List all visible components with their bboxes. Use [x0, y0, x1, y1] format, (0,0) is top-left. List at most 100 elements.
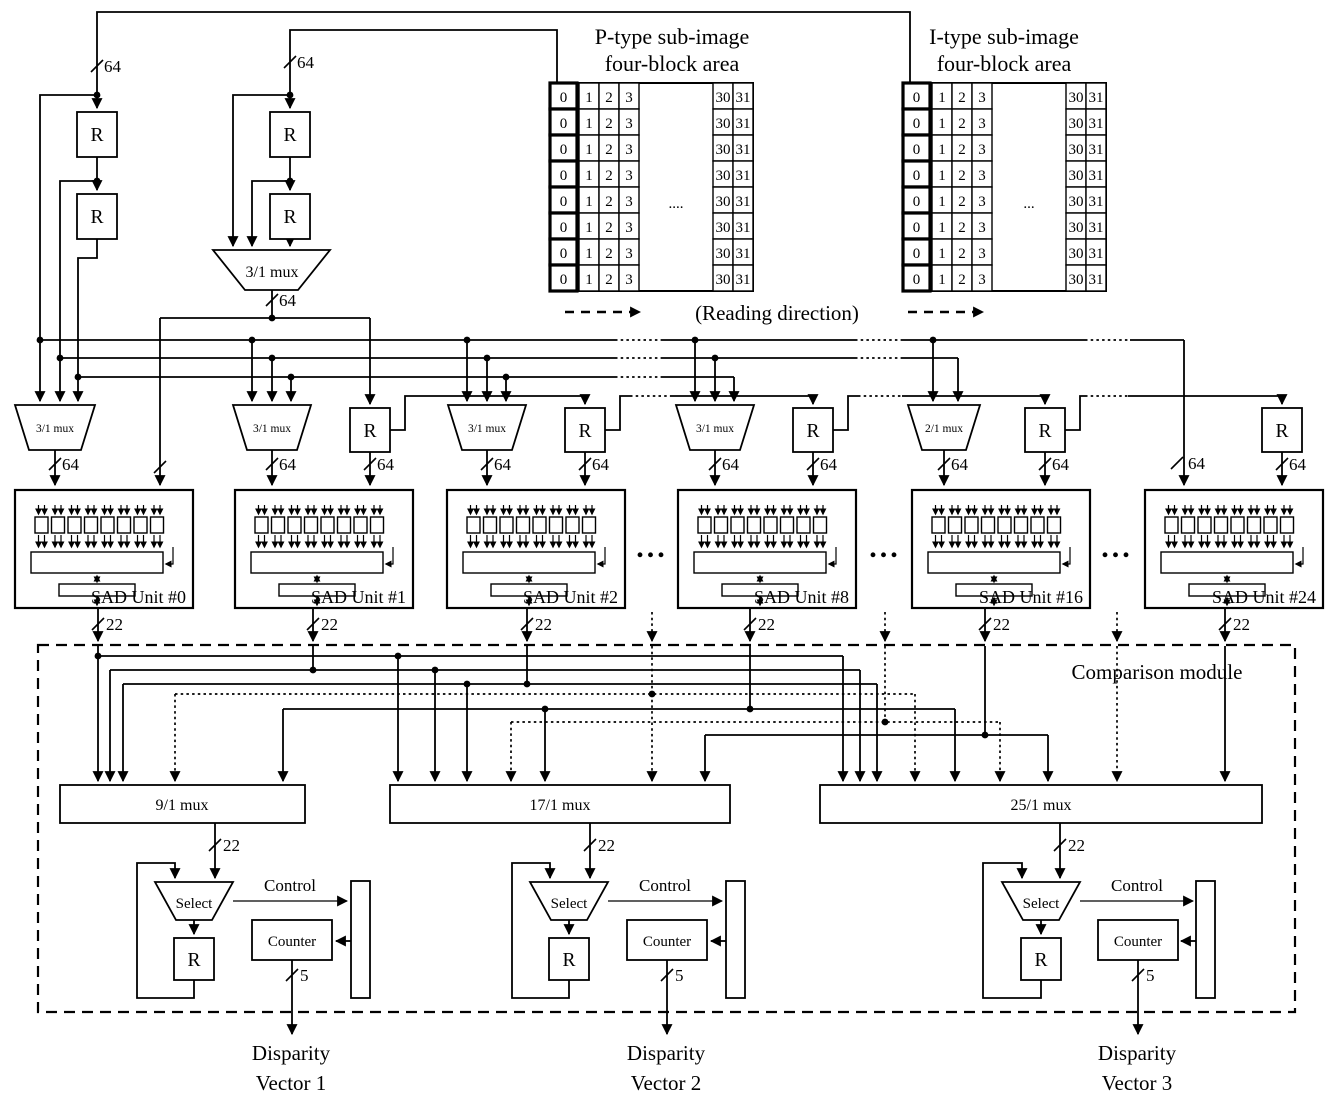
table-cell-value: 1	[938, 220, 946, 236]
pe-cell	[548, 516, 564, 534]
register-box	[269, 193, 311, 240]
wiring	[34, 11, 1288, 1036]
pe-cell	[287, 516, 302, 534]
table-cell-value: 3	[625, 168, 633, 184]
register-box	[1020, 937, 1062, 981]
table-cell-value: 1	[938, 272, 946, 288]
register-box	[792, 407, 834, 453]
bus-width-22: 22	[993, 615, 1010, 634]
bus-width-slash	[208, 838, 222, 852]
bus-width-64: 64	[377, 455, 395, 474]
table-cell-value: 1	[585, 142, 593, 158]
table-cell	[901, 107, 932, 137]
table-cell-value: 2	[605, 246, 613, 262]
table-cell	[901, 211, 932, 241]
bus-width-64: 64	[494, 455, 512, 474]
junction-dot	[746, 705, 754, 713]
table-cell-value: 1	[585, 246, 593, 262]
register-label: R	[283, 125, 296, 146]
bus-width-22: 22	[1233, 615, 1250, 634]
bus-width-slash	[1170, 456, 1184, 470]
mux-label: 2/1 mux	[925, 423, 963, 435]
mux-label: 3/1 mux	[36, 423, 74, 435]
pe-cell	[499, 516, 514, 534]
bus-width-slash	[1131, 968, 1145, 982]
junction-dot	[268, 354, 276, 362]
mux-17to1	[389, 784, 731, 824]
pe-cell	[1164, 516, 1179, 534]
junction-dot	[268, 314, 276, 322]
table-cell-value: 2	[958, 90, 966, 106]
sad-unit-title: SAD Unit #0	[91, 587, 186, 607]
pe-cell	[980, 516, 996, 534]
junction-dot	[711, 354, 719, 362]
junction-dot	[286, 177, 294, 185]
register-label: R	[806, 421, 819, 442]
table-cell-value: 3	[978, 168, 986, 184]
junction-dot	[287, 373, 295, 381]
select-unit1	[153, 881, 235, 921]
mux-3to1-col8	[674, 404, 756, 451]
sad-unit-5: SAD Unit #24	[1143, 488, 1325, 610]
bus-width-slash	[1275, 457, 1289, 471]
pe-cell	[303, 516, 319, 534]
table-cell-value: 30	[716, 194, 731, 210]
junction-dot	[648, 690, 656, 698]
adder-tree-box	[250, 551, 384, 574]
mux25-label: 25/1 mux	[1011, 797, 1072, 814]
counter-box-2	[626, 919, 708, 961]
bus-width-slash	[265, 457, 279, 471]
bus-width-slash	[91, 617, 105, 631]
bus-width-5: 5	[675, 966, 684, 985]
disparity-vector-1: Disparity	[252, 1041, 331, 1065]
register-label: R	[90, 125, 103, 146]
table-cell-value: 0	[560, 272, 568, 288]
pe-cell	[466, 516, 481, 534]
pe-cell	[697, 516, 712, 534]
bus-width-64: 64	[722, 455, 740, 474]
junction-dot	[36, 336, 44, 344]
register-box	[76, 193, 118, 240]
mux-3to1-col1	[231, 404, 313, 451]
register-box	[548, 937, 590, 981]
pe-cell	[1279, 516, 1295, 534]
table-cell-value: 2	[958, 220, 966, 236]
pe-cell	[1213, 516, 1229, 534]
disparity-vector-3: Vector 3	[1102, 1071, 1173, 1095]
table-cell-value: 1	[585, 220, 593, 236]
pe-cell	[320, 516, 335, 534]
table-cell	[901, 263, 932, 293]
pe-cell	[1046, 516, 1062, 534]
table-cell-value: 31	[1089, 246, 1104, 262]
register-label: R	[187, 950, 200, 971]
mux-2to1-col16	[906, 404, 982, 451]
junction-dot	[56, 354, 64, 362]
adder-tree-box	[927, 551, 1061, 574]
table-cell-value: 3	[625, 142, 633, 158]
accumulator-box	[278, 583, 356, 597]
pe-cell	[1030, 516, 1045, 534]
bus-width-slash	[90, 59, 104, 73]
junction-dot	[523, 680, 531, 688]
table-cell-value: 3	[978, 220, 986, 236]
table-cell-value: 3	[625, 194, 633, 210]
table-cell-value: 1	[585, 168, 593, 184]
counter-box-3	[1097, 919, 1179, 961]
pe-cell	[964, 516, 979, 534]
table-cell-value: 0	[913, 116, 921, 132]
table-cell-value: 30	[716, 168, 731, 184]
bus-width-64: 64	[820, 455, 838, 474]
pe-cell	[50, 516, 66, 534]
junction-dot	[463, 336, 471, 344]
table-cell-value: 3	[625, 246, 633, 262]
pe-cell	[515, 516, 531, 534]
table-cell-value: 30	[1069, 194, 1084, 210]
mux-9to1	[59, 784, 306, 824]
mux-label: 3/1 mux	[246, 264, 299, 281]
table-cell	[548, 237, 579, 267]
table-cell-value: 0	[560, 116, 568, 132]
register-label: R	[363, 421, 376, 442]
bus-width-64: 64	[104, 57, 122, 76]
bus-width-22: 22	[1068, 836, 1085, 855]
mux17-label: 17/1 mux	[530, 797, 591, 814]
